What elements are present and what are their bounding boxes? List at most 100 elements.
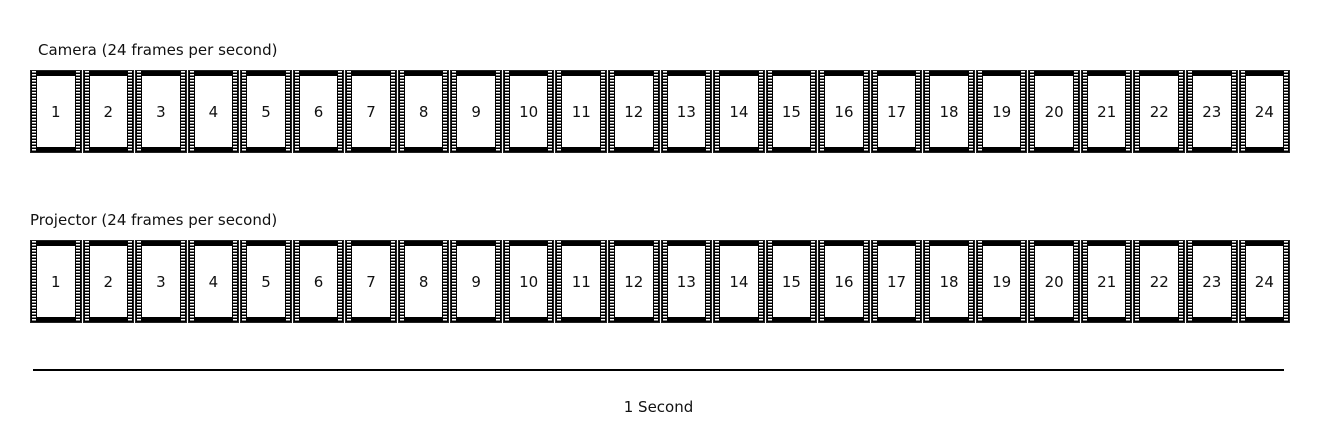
film-frame: 2 [82,240,135,323]
sprocket-holes [398,241,405,322]
frame-number: 5 [247,246,285,317]
sprocket-holes [652,241,659,322]
sprocket-holes [1020,241,1027,322]
frame-number: 14 [720,246,758,317]
frame-number: 4 [194,246,233,317]
frame-bar [346,241,396,246]
frame-bar [609,147,659,152]
film-frame: 20 [1028,70,1080,153]
frame-number: 12 [615,246,653,317]
sprocket-holes [976,71,983,152]
sprocket-holes [871,71,878,152]
frame-bar [924,317,974,322]
frame-number: 7 [352,76,390,147]
frame-number: 12 [615,76,653,147]
film-frame: 5 [240,240,292,323]
sprocket-holes [600,241,607,322]
frame-bar [346,71,396,76]
sprocket-holes [293,241,300,322]
sprocket-holes [1081,241,1088,322]
frame-bar [188,71,239,76]
sprocket-holes [1081,71,1088,152]
frame-bar [293,147,344,152]
sprocket-holes [284,241,291,322]
frame-bar [451,317,501,322]
sprocket-holes [1230,71,1237,152]
sprocket-holes [346,241,353,322]
frame-number: 15 [772,246,811,317]
sprocket-holes [179,241,186,322]
frame-bar [83,317,134,322]
film-frame: 16 [818,70,870,153]
sprocket-holes [1020,71,1027,152]
frame-bar [1239,241,1290,246]
frame-number: 14 [720,76,758,147]
sprocket-holes [714,71,721,152]
frame-number: 21 [1087,246,1126,317]
frame-bar [924,71,974,76]
sprocket-holes [494,71,501,152]
sprocket-holes [503,241,510,322]
frame-bar [1081,147,1132,152]
frame-bar [976,71,1027,76]
sprocket-holes [74,71,81,152]
frame-bar [1187,71,1237,76]
sprocket-holes [871,241,878,322]
sprocket-holes [705,71,712,152]
frame-bar [83,241,134,246]
film-frame: 20 [1028,240,1080,323]
frame-bar [1081,71,1132,76]
frame-number: 3 [142,246,180,317]
sprocket-holes [241,241,248,322]
frame-bar [451,241,501,246]
sprocket-holes [1239,241,1246,322]
sprocket-holes [1134,71,1141,152]
sprocket-holes [442,71,449,152]
frame-bar [241,147,291,152]
frame-bar [451,71,501,76]
frame-bar [871,317,922,322]
film-frame: 1 [30,240,82,323]
camera-label: Camera (24 frames per second) [38,41,278,59]
frame-number: 11 [562,76,601,147]
film-frame: 12 [608,240,660,323]
frame-bar [661,317,712,322]
frame-bar [136,317,186,322]
frame-bar [1029,317,1079,322]
frame-number: 11 [562,246,601,317]
frame-bar [714,71,764,76]
film-frame: 12 [608,70,660,153]
film-frame: 21 [1080,240,1133,323]
frame-bar [1239,147,1290,152]
frame-bar [976,317,1027,322]
sprocket-holes [661,241,668,322]
frame-number: 2 [89,246,128,317]
sprocket-holes [819,241,826,322]
film-frame: 13 [660,240,713,323]
film-frame: 14 [713,70,765,153]
sprocket-holes [337,71,344,152]
sprocket-holes [1239,71,1246,152]
frame-bar [976,147,1027,152]
sprocket-holes [127,71,134,152]
sprocket-holes [810,71,817,152]
frame-number: 6 [299,246,338,317]
film-frame: 24 [1238,70,1291,153]
sprocket-holes [31,71,37,152]
sprocket-holes [862,241,869,322]
sprocket-holes [284,71,291,152]
frame-bar [1134,241,1185,246]
film-frame: 8 [397,240,450,323]
frame-number: 22 [1140,76,1179,147]
frame-bar [503,317,554,322]
frame-bar [766,71,817,76]
frame-bar [136,147,186,152]
film-frame: 10 [502,70,555,153]
frame-number: 10 [509,76,548,147]
sprocket-holes [967,241,974,322]
sprocket-holes [705,241,712,322]
frame-bar [503,241,554,246]
frame-number: 13 [667,246,706,317]
frame-bar [293,241,344,246]
sprocket-holes [1283,71,1290,152]
